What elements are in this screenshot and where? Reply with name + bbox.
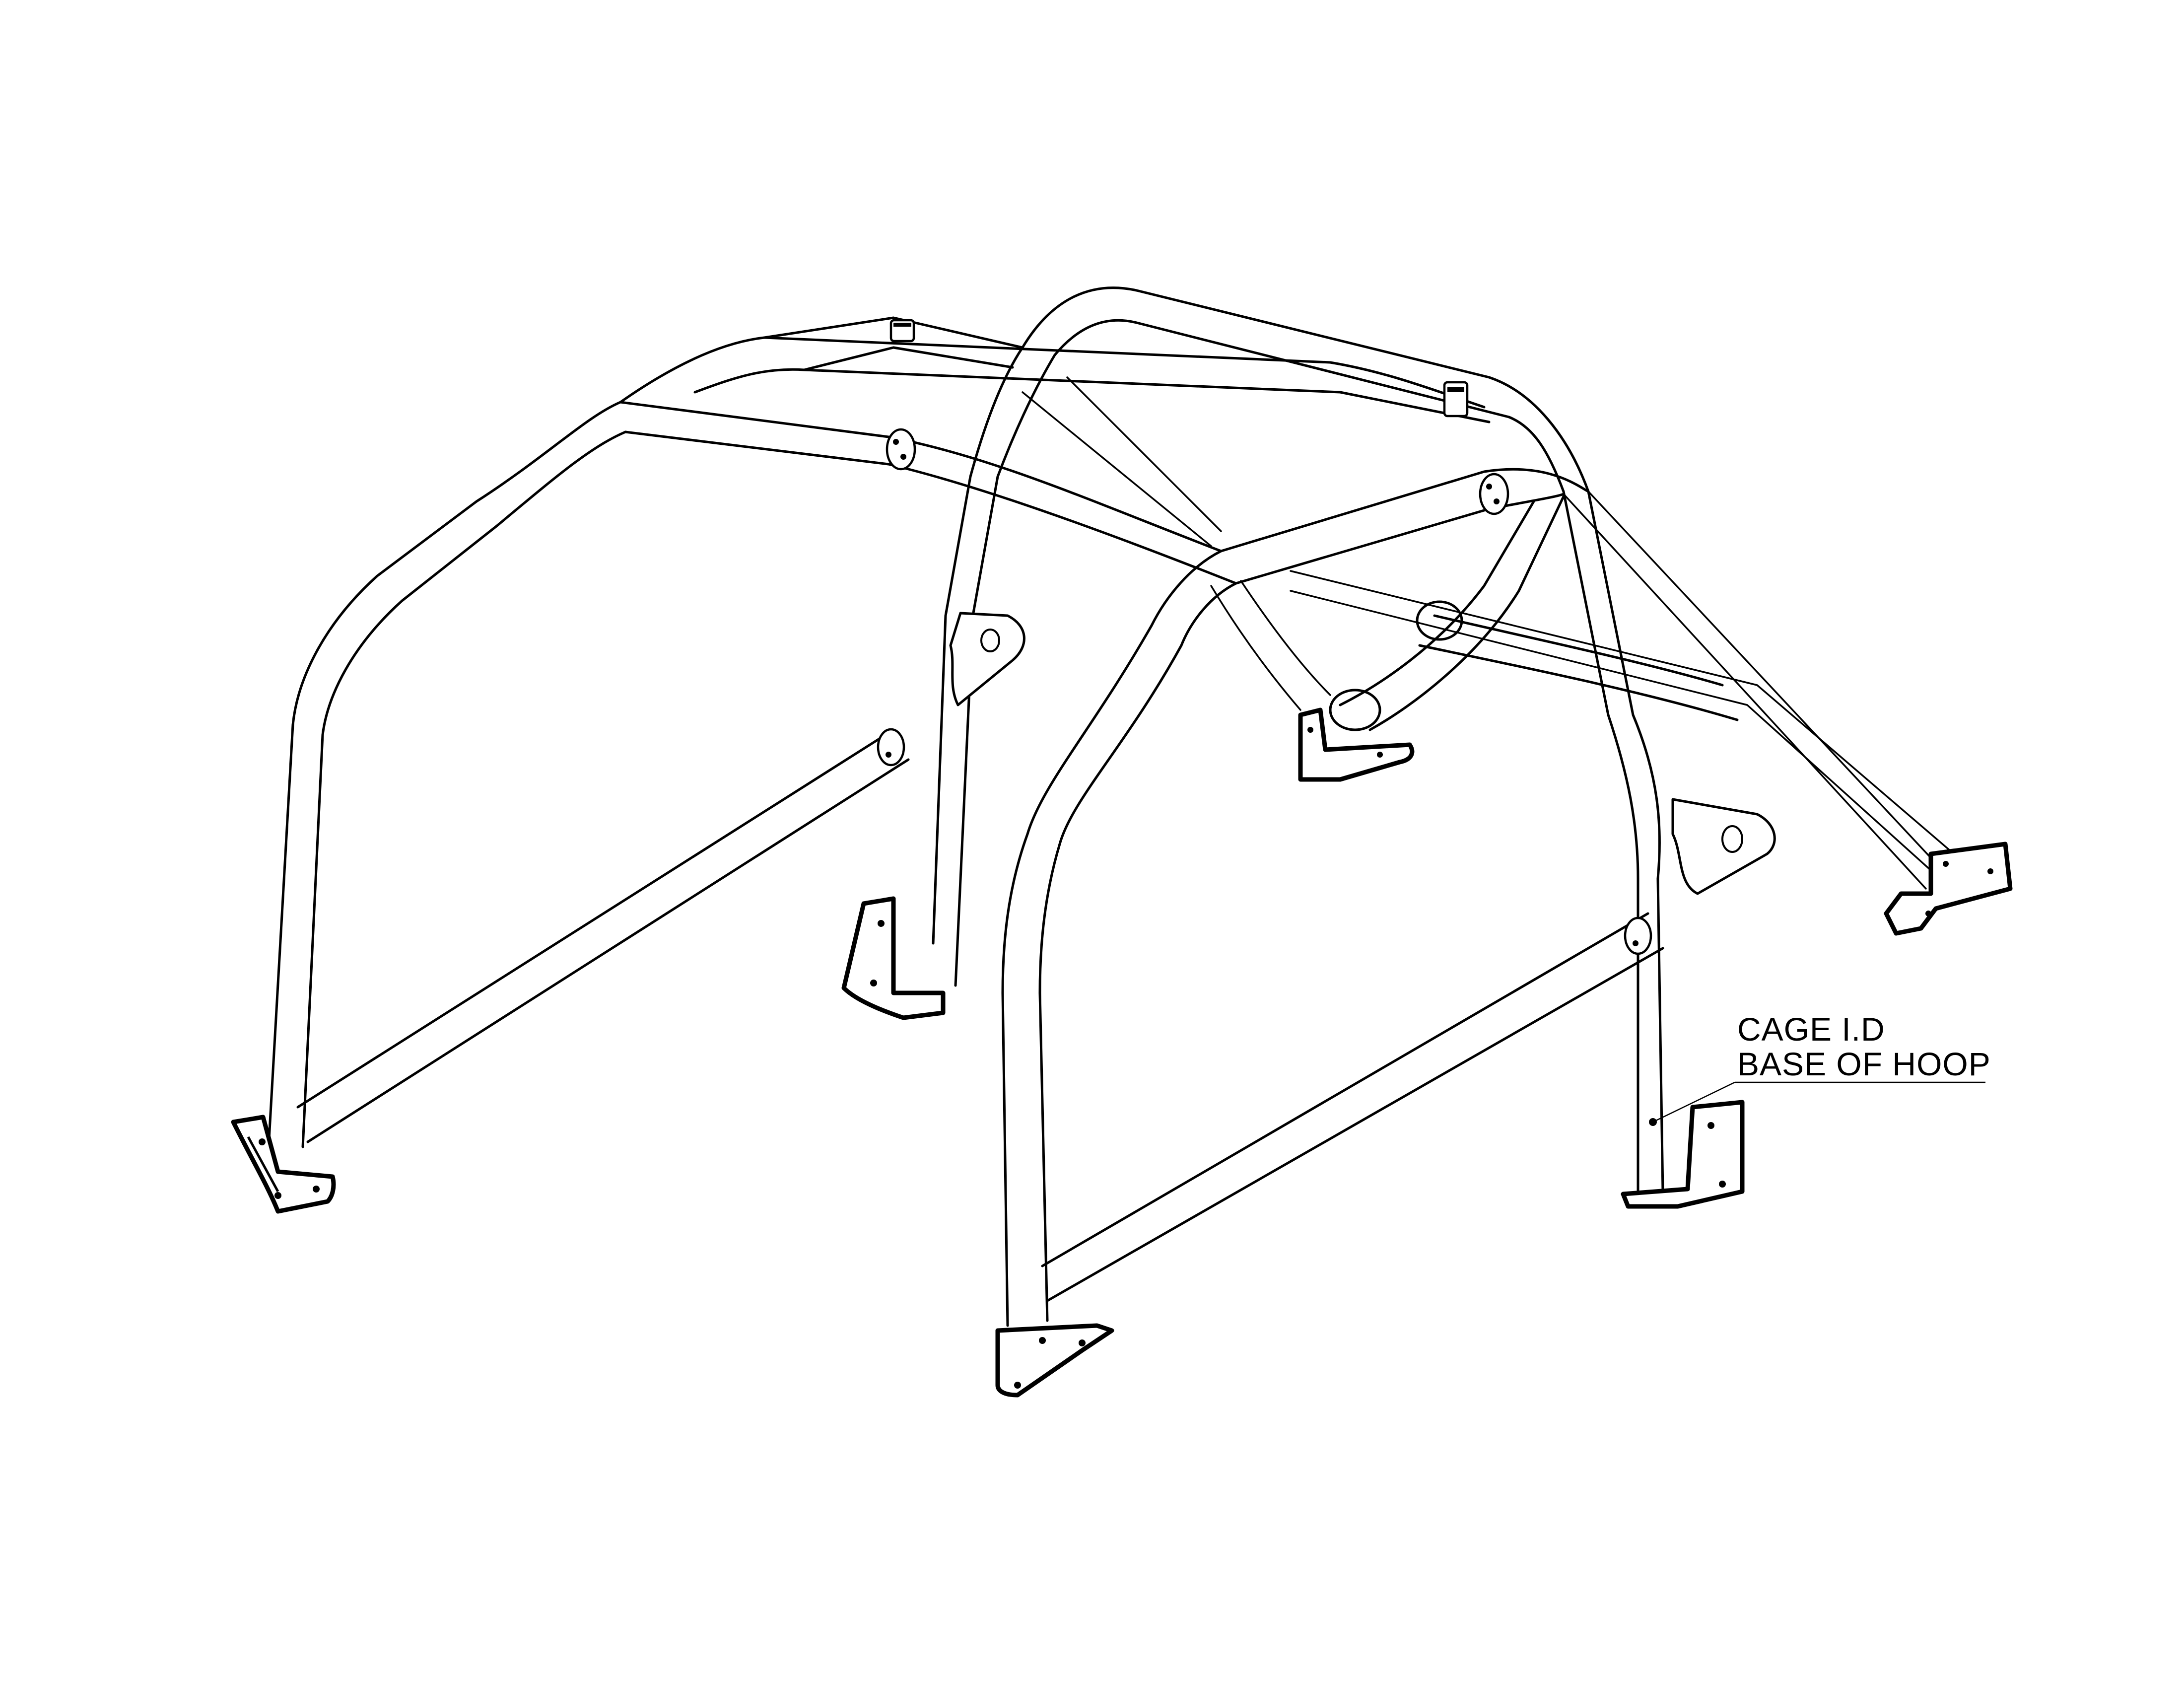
- callout-leader: [1649, 1081, 1985, 1126]
- tube-clamps: [877, 319, 1652, 955]
- left-side-hoop: [267, 316, 1491, 1158]
- door-bars: [296, 728, 1664, 1302]
- gusset-tabs: [949, 612, 1776, 895]
- front-hoop: [1001, 468, 1590, 1327]
- rear-main-hoop: [932, 286, 1664, 1193]
- foot-plates: [231, 707, 2013, 1398]
- callout-line-1: CAGE I.D: [1737, 1011, 1885, 1048]
- callout-line-2: BASE OF HOOP: [1737, 1046, 1991, 1082]
- diagonal-bars: [1022, 376, 1967, 890]
